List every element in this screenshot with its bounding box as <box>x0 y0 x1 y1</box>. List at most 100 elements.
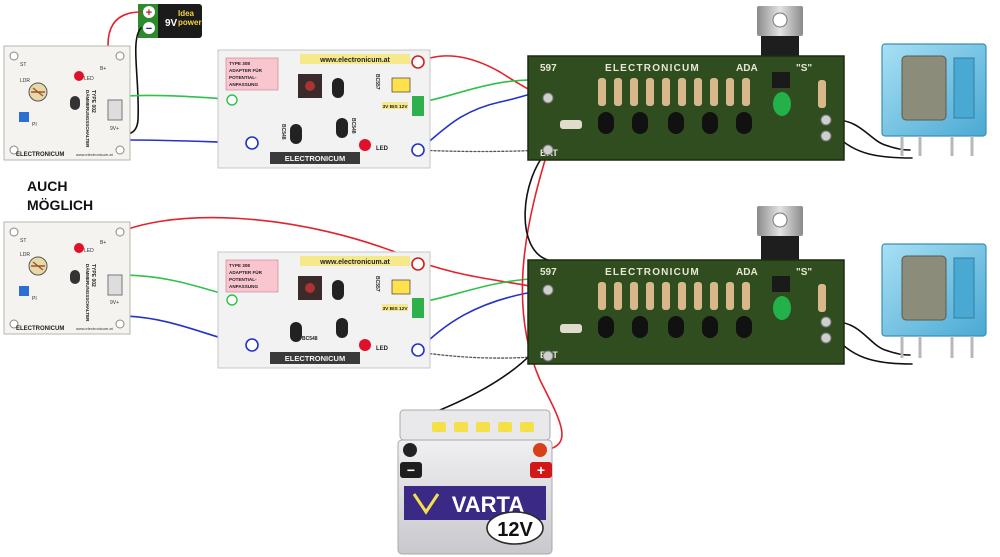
sensor-module-2-pin-label: LED <box>84 248 94 254</box>
relay-board-1-resistor <box>614 78 622 106</box>
sensor-module-1-name: DÄMMERUNGSSCHALTER <box>85 90 91 148</box>
car-battery: − + VARTA 12V <box>397 409 553 555</box>
relay-board-2-transistor <box>598 316 614 338</box>
relay-2-contacts <box>953 257 975 319</box>
sensor-module-2-ldr-track <box>31 261 45 271</box>
adapter-module-1-voltage-strip <box>382 102 408 109</box>
relay-board-2-resistor <box>726 282 734 310</box>
adapter-module-1-type-line3: POTENTIAL- <box>229 75 257 80</box>
sensor-module-1-hole-br <box>115 145 125 155</box>
adapter-module-2-type-line3: POTENTIAL- <box>229 277 257 282</box>
adapter-module-1-type-box <box>225 57 279 91</box>
sensor-module-2-transistor-icon <box>70 270 80 284</box>
sensor-module-1-pin-label: PI <box>32 122 37 128</box>
adapter-module-2-transistor-a <box>332 280 344 300</box>
sensor-module-2-name: DÄMMERUNGSSCHALTER <box>85 264 91 322</box>
relay-board-1-resistor <box>710 78 718 106</box>
car-battery-cell-cap <box>454 422 468 432</box>
relay-board-1-transistors <box>598 112 752 134</box>
car-battery-minus-sign: − <box>407 462 415 478</box>
relay-board-2-resistor <box>742 282 750 310</box>
adapter-module-1-ground-terminal <box>245 136 259 150</box>
relay-board-1-resistor <box>598 78 606 106</box>
relay-board-2-resistor <box>662 282 670 310</box>
relay-board-2-brand: ELECTRONICUM <box>605 267 700 278</box>
relay-board-2-terminal <box>820 332 832 344</box>
relay-1-contacts <box>953 57 975 119</box>
relay-1 <box>881 43 987 156</box>
sensor-module-2-pin-label: B+ <box>100 240 106 246</box>
relay-board-2-pcb <box>527 259 845 365</box>
sensor-module-1-brand: ELECTRONICUM <box>16 152 64 158</box>
relay-2-pins <box>900 336 974 358</box>
adapter-module-2-type-line1: TYPE 308 <box>229 263 250 268</box>
adapter-module-1-type-line4: ANPASSUNG <box>229 82 258 87</box>
side-label-line2: MÖGLICH <box>27 197 94 213</box>
wire-dotted-adapter1-board1 <box>417 149 547 153</box>
sensor-module-2-connector <box>107 274 123 296</box>
relay-board-1-resistor <box>742 78 750 106</box>
wire-black-board1-relay1-a <box>835 119 911 151</box>
adapter-module-2-plus-terminal <box>411 257 425 271</box>
relay-board-2: 597 ELECTRONICUM ADA "S" BAT <box>527 206 845 365</box>
relay-board-1-resistor <box>630 78 638 106</box>
relay-board-1-resistor <box>678 78 686 106</box>
sensor-module-2-hole-tl <box>9 227 19 237</box>
relay-board-1-quote: "S" <box>796 63 812 74</box>
car-battery-voltage-badge <box>486 511 544 545</box>
car-battery-cell-cap <box>520 422 534 432</box>
relay-board-2-resistor <box>598 282 606 310</box>
adapter-module-1-transistor-label: BC548 <box>280 124 286 140</box>
adapter-module-1-type-line2: ADAPTER FÜR <box>229 67 263 73</box>
wire-dotted-adapter2-board2 <box>417 351 547 359</box>
adapter-module-1-relay-dot <box>305 81 315 91</box>
battery-9v: + − 9V Idea power <box>138 4 202 38</box>
relay-board-1-led-icon <box>773 92 791 116</box>
side-label: AUCH MÖGLICH <box>27 177 93 215</box>
relay-board-1-resistor <box>646 78 654 106</box>
relay-board-2-suffix: ADA <box>736 267 758 278</box>
relay-2-coil <box>901 255 947 321</box>
adapter-module-1-led-icon <box>359 139 371 151</box>
wire-green-adapter2-board2 <box>421 277 546 303</box>
sensor-module-1-ldr-track <box>31 87 45 97</box>
adapter-module-1-transistor-a <box>332 78 344 98</box>
car-battery-logo-icon <box>412 493 440 515</box>
adapter-module-1-website-strip <box>300 54 410 64</box>
relay-board-2-transistors <box>598 316 752 338</box>
battery-9v-plus-terminal <box>143 6 155 18</box>
relay-board-2-ic <box>772 276 790 292</box>
relay-board-2-transistor <box>736 316 752 338</box>
relay-board-1-terminal <box>820 130 832 142</box>
car-battery-cell-cap <box>498 422 512 432</box>
relay-board-2-resistor <box>694 282 702 310</box>
adapter-module-1-transistor-label: BC557 <box>374 74 380 90</box>
sensor-module-1-trimmer-icon <box>19 112 29 122</box>
relay-board-1-transistor <box>702 112 718 134</box>
battery-9v-minus-sign: − <box>146 23 152 35</box>
adapter-module-1-minus-terminal <box>411 143 425 157</box>
adapter-module-2: www.electronicum.at TYPE 308 ADAPTER FÜR… <box>217 251 431 369</box>
relay-board-2-terminal <box>542 350 554 362</box>
relay-board-1-resistor <box>694 78 702 106</box>
wire-green-adapter1-board1 <box>421 79 546 103</box>
relay-board-2-terminal <box>542 284 554 296</box>
adapter-module-1-plus-terminal <box>411 55 425 69</box>
car-battery-minus-badge <box>400 462 422 478</box>
sensor-module-2-hole-bl <box>9 319 19 329</box>
relay-board-1-ic <box>772 72 790 88</box>
sensor-module-1-hole-tl <box>9 51 19 61</box>
car-battery-plus-terminal <box>533 443 547 457</box>
relay-board-1-terminal <box>542 144 554 156</box>
adapter-module-1-brand-strip <box>270 152 360 164</box>
relay-board-2-resistor-horizontal <box>560 324 582 333</box>
relay-board-1-suffix: ADA <box>736 63 758 74</box>
car-battery-cell-cap <box>476 422 490 432</box>
adapter-module-2-led-icon <box>359 339 371 351</box>
relay-board-2-quote: "S" <box>796 267 812 278</box>
adapter-module-1-type-line1: TYPE 308 <box>229 61 250 66</box>
sensor-module-1-connector <box>107 99 123 121</box>
relay-board-1-type: 597 <box>540 63 557 74</box>
adapter-module-2-bat-symbol <box>391 279 411 295</box>
